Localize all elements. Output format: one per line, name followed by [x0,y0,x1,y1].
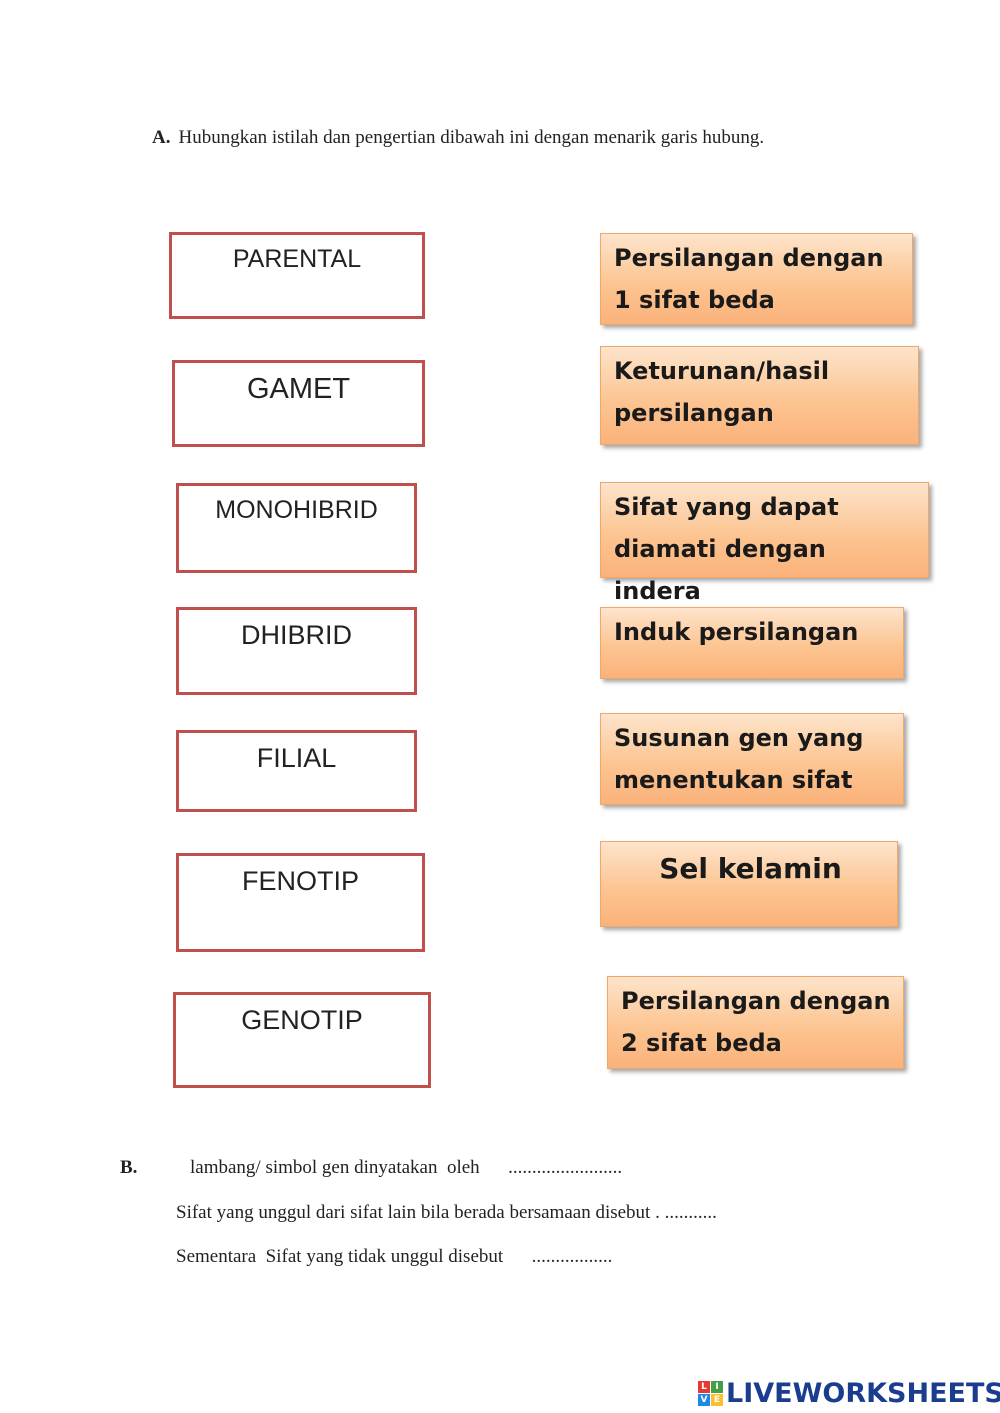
definition-label: Sifat yang dapat diamati dengan indera [614,493,839,605]
section-a-text: Hubungkan istilah dan pengertian dibawah… [178,127,765,148]
term-filial[interactable]: FILIAL [176,730,417,812]
term-label: PARENTAL [232,245,362,273]
term-dhibrid[interactable]: DHIBRID [176,607,417,695]
term-label: FILIAL [256,743,337,773]
term-label: GAMET [246,373,351,405]
definition-induk[interactable]: Induk persilangan [600,607,904,679]
logo-grid-icon: L I V E [698,1380,723,1406]
section-a-marker: A. [152,127,171,148]
definition-diamati[interactable]: Sifat yang dapat diamati dengan indera [600,482,929,605]
term-gamet[interactable]: GAMET [172,360,425,447]
liveworksheets-logo: L I V E LIVEWORKSHEETS [698,1375,1000,1411]
logo-tile: I [711,1380,723,1393]
definition-label: Persilangan dengan 2 sifat beda [621,987,891,1057]
definition-susunan-gen[interactable]: Susunan gen yang menentukan sifat [600,713,904,805]
term-label: FENOTIP [241,866,359,896]
definition-label: Induk persilangan [614,618,859,646]
logo-tile: L [698,1380,710,1393]
definition-label: Susunan gen yang menentukan sifat [614,724,864,794]
definition-label: Keturunan/hasil persilangan [614,357,830,427]
definition-sel-kelamin[interactable]: Sel kelamin [600,841,898,927]
logo-text: LIVEWORKSHEETS [726,1377,1000,1409]
term-label: DHIBRID [240,620,352,650]
section-b-marker: B. [120,1157,138,1178]
section-b-question-1: lambang/ simbol gen dinyatakan oleh ....… [190,1157,623,1178]
definition-keturunan[interactable]: Keturunan/hasil persilangan [600,346,919,445]
section-a-instruction: A. Hubungkan istilah dan pengertian dibaw… [152,127,764,149]
term-genotip[interactable]: GENOTIP [173,992,431,1088]
term-parental[interactable]: PARENTAL [169,232,425,319]
definition-2-sifat-beda[interactable]: Persilangan dengan 2 sifat beda [607,976,904,1069]
term-label: MONOHIBRID [215,496,378,524]
logo-tile: E [711,1393,723,1406]
term-monohibrid[interactable]: MONOHIBRID [176,483,417,573]
term-fenotip[interactable]: FENOTIP [176,853,425,952]
logo-tile: V [698,1393,710,1406]
section-b-question-3: Sementara Sifat yang tidak unggul disebu… [176,1246,613,1267]
term-label: GENOTIP [241,1005,363,1035]
definition-label: Sel kelamin [659,852,842,885]
definition-label: Persilangan dengan 1 sifat beda [614,244,884,314]
section-b-question-2: Sifat yang unggul dari sifat lain bila b… [176,1202,717,1223]
definition-1-sifat-beda[interactable]: Persilangan dengan 1 sifat beda [600,233,913,325]
